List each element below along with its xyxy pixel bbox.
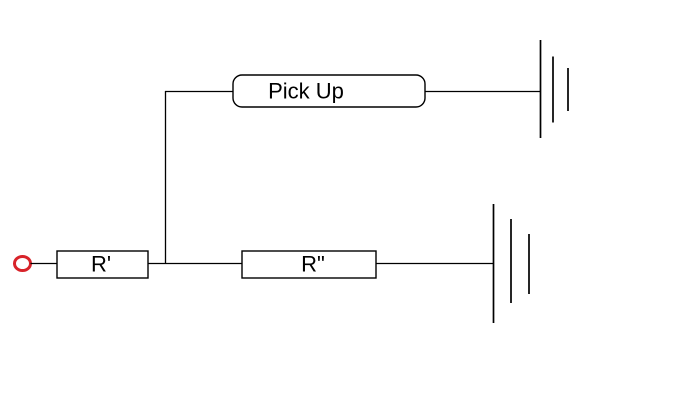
ground-bottom-icon bbox=[492, 204, 530, 323]
pickup-label: Pick Up bbox=[268, 79, 344, 104]
resistor-r1-box bbox=[56, 250, 149, 279]
input-terminal-icon bbox=[13, 255, 32, 272]
resistor-r1-label: R' bbox=[91, 252, 111, 277]
resistor-r2-box bbox=[241, 250, 377, 279]
resistor-r2-label: R" bbox=[301, 252, 325, 277]
ground-top-icon bbox=[539, 40, 569, 138]
